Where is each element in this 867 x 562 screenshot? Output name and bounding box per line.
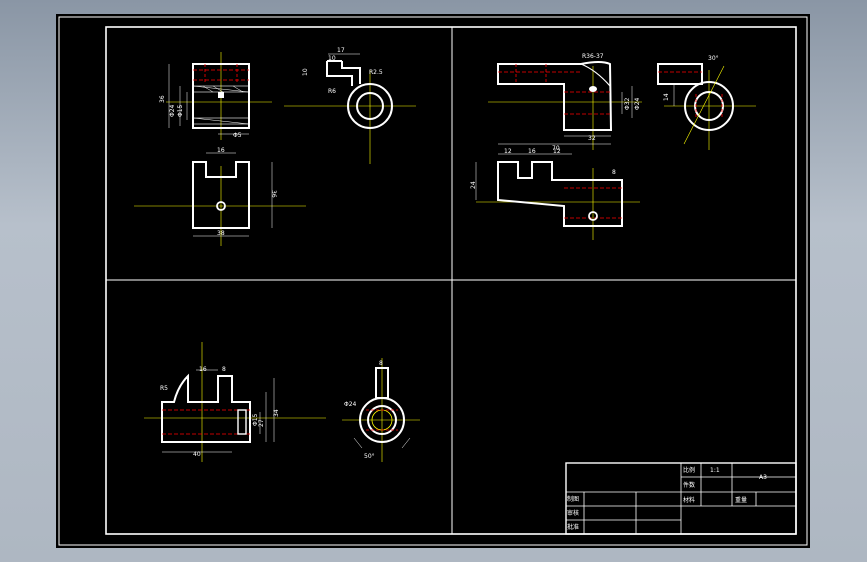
v1-side-dim-left: 10	[302, 68, 309, 76]
count-label: 件数	[683, 481, 695, 489]
v2-bottom-dim-a: 12	[504, 148, 512, 155]
view2-side: 30° 14	[657, 55, 756, 150]
v1-top-dim-height: 36	[270, 190, 277, 198]
v2-front-dim-radius: R36-37	[582, 53, 604, 60]
v1-side-dim-radius1: R2.5	[369, 69, 383, 76]
v2-front-dim-length: 70	[552, 145, 560, 152]
v3-front-dim-dia: Φ15	[252, 413, 259, 426]
v1-front-dim-dia2: Φ15	[177, 104, 184, 117]
v3-side-dim-dia: Φ24	[344, 401, 357, 408]
cad-drawing: 36 Φ24 Φ15 Φ5 17 10 10 R2.5 R6 16 36 38	[58, 16, 808, 546]
v2-bottom-dim-small: 8	[612, 169, 616, 176]
v3-front-dim-small: 8	[222, 366, 226, 373]
v3-side-dim-angle: 50°	[364, 453, 375, 460]
v2-side-dim-angle: 30°	[708, 55, 719, 62]
checked-label: 审核	[567, 509, 579, 517]
view3-side: 8 Φ24 50°	[342, 358, 420, 462]
material-label: 材料	[683, 496, 695, 504]
v2-front-dim-inner: 32	[588, 135, 596, 142]
v2-bottom-dim-height: 24	[470, 181, 477, 189]
v1-front-dim-dia1: Φ24	[169, 104, 176, 117]
v1-top-dim-slot: 16	[217, 147, 225, 154]
v3-front-dim-width: 40	[193, 451, 201, 458]
v2-bottom-dim-c: 12	[553, 148, 561, 155]
v1-top-dim-width: 38	[217, 230, 225, 237]
v3-front-dim-slot: 16	[199, 366, 207, 373]
v1-front-dim-width: Φ5	[233, 132, 242, 139]
v2-front-dim-dia1: Φ32	[624, 97, 631, 110]
view2-bottom: 12 16 12 24 8	[470, 148, 640, 240]
v1-side-dim-small: 10	[328, 55, 336, 62]
outer-border	[58, 16, 808, 546]
v3-side-dim-top: 8	[379, 360, 383, 367]
sheet-size: A3	[759, 474, 767, 481]
title-block: 比例 1:1 A3 件数 材料 重量 制图 审核 批准	[565, 462, 797, 535]
drawing-sheet: 36 Φ24 Φ15 Φ5 17 10 10 R2.5 R6 16 36 38	[56, 14, 810, 548]
v2-bottom-dim-b: 16	[528, 148, 536, 155]
v3-front-dim-radius: R5	[160, 385, 168, 392]
v3-front-dim-h1: 27	[258, 419, 265, 427]
scale-value: 1:1	[710, 467, 720, 474]
view1-top: 16 36 38	[134, 147, 306, 246]
v1-side-dim-top: 17	[337, 47, 345, 54]
view1-front: 36 Φ24 Φ15 Φ5	[159, 52, 272, 140]
v1-front-dim-height: 36	[159, 95, 166, 103]
v1-side-dim-radius2: R6	[328, 88, 336, 95]
view3-front: 16 8 R5 Φ15 27 34 40	[144, 342, 326, 462]
v2-front-dim-dia2: Φ24	[634, 97, 641, 110]
weight-label: 重量	[735, 496, 747, 504]
v3-front-dim-h2: 34	[273, 409, 280, 417]
drawn-label: 制图	[567, 495, 579, 503]
view1-side: 17 10 10 R2.5 R6	[284, 47, 416, 164]
view2-front: R36-37 70 32 Φ32 Φ24	[488, 53, 642, 152]
scale-label: 比例	[683, 466, 695, 474]
approved-label: 批准	[567, 523, 579, 531]
v2-side-dim-height: 14	[663, 93, 670, 101]
